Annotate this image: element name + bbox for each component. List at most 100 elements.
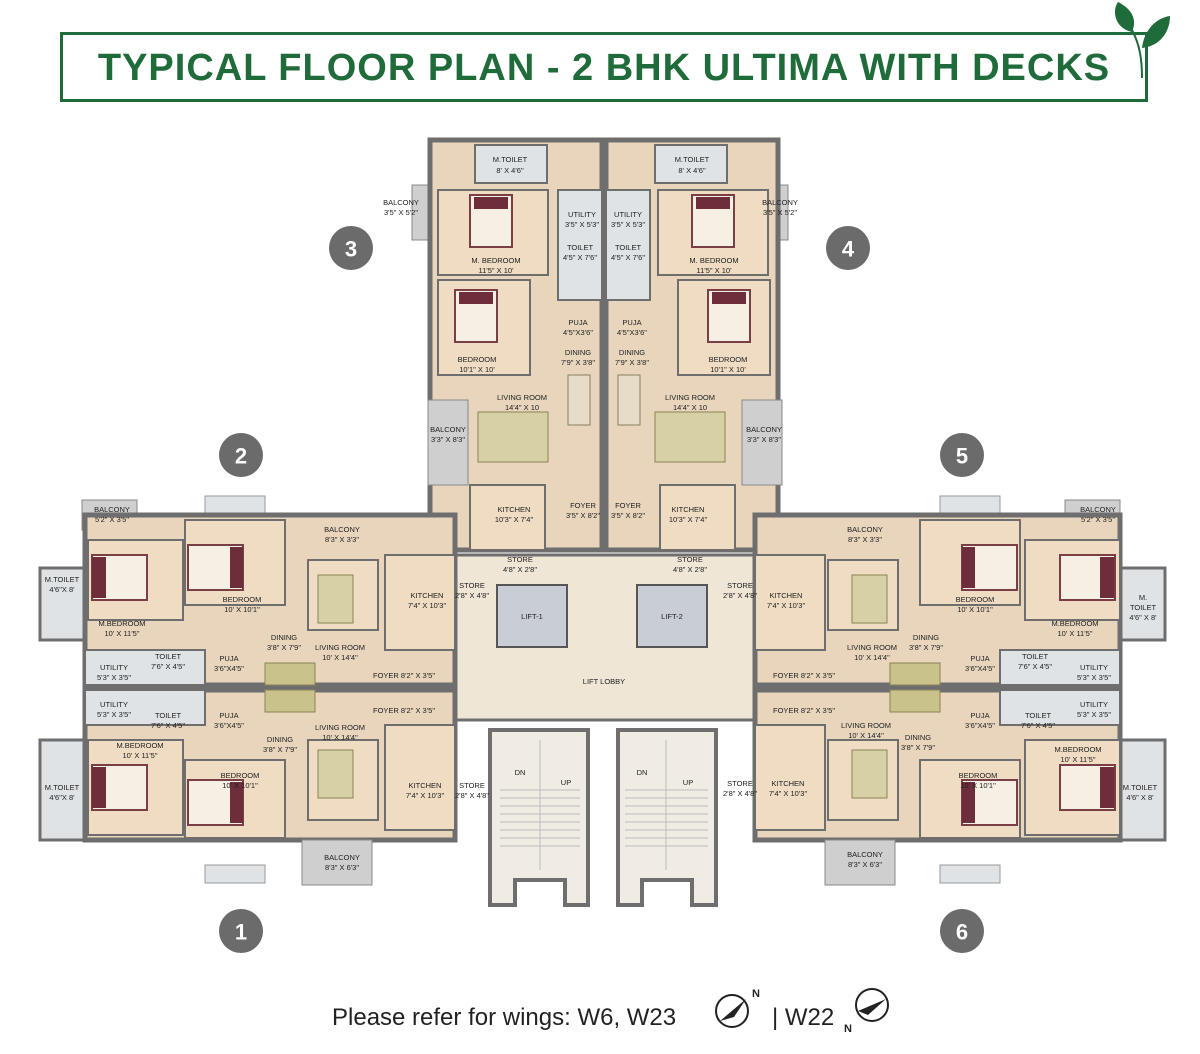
page-title: TYPICAL FLOOR PLAN - 2 BHK ULTIMA WITH D… <box>97 47 1111 89</box>
svg-text:4: 4 <box>842 237 855 262</box>
u4-living-dim: 14'4" X 10 <box>673 403 707 412</box>
unit-3: M.TOILET 8' X 4'6" BALCONY 3'5" X 5'2" U… <box>383 137 605 574</box>
u1-bed-dim: 10' X 10'1" <box>222 781 258 790</box>
u1-dining-dim: 3'8" X 7'9" <box>263 745 297 754</box>
u5-living-dim: 10' X 14'4" <box>854 653 890 662</box>
u2-puja-dim: 3'6"X4'5" <box>214 664 244 673</box>
u2-bed: BEDROOM <box>223 595 262 604</box>
unit-badge-2: 2 <box>219 433 263 477</box>
u2-living-dim: 10' X 14'4" <box>322 653 358 662</box>
u2-toilet-dim: 7'6" X 4'5" <box>151 662 185 671</box>
stair-dn-right: DN <box>637 768 648 777</box>
u4-dining: DINING <box>619 348 645 357</box>
u6-kitchen: KITCHEN <box>772 779 805 788</box>
u4-toilet: TOILET <box>615 243 642 252</box>
u6-balcony: BALCONY <box>847 850 883 859</box>
u5-mbed-dim: 10' X 11'5" <box>1058 629 1093 638</box>
u3-store-dim: 4'8" X 2'8" <box>503 565 537 574</box>
u4-mbed: M. BEDROOM <box>689 256 738 265</box>
u3-toilet: TOILET <box>567 243 594 252</box>
u4-balcony-dim: 3'5" X 5'2" <box>763 208 797 217</box>
u4-store-dim: 4'8" X 2'8" <box>673 565 707 574</box>
wing-w22-text: | W22 <box>772 1004 835 1031</box>
u1-dining: DINING <box>267 735 293 744</box>
u5-balcony2-dim: 8'3" X 3'3" <box>848 535 882 544</box>
wing-w22-note: | W22 <box>772 1004 834 1032</box>
u3-balcony2-dim: 3'3" X 8'3" <box>431 435 465 444</box>
u1-store-dim: 2'8" X 4'8" <box>455 791 489 800</box>
u1-mtoilet-dim: 4'6"X 8' <box>49 793 75 802</box>
u4-utility: UTILITY <box>614 210 642 219</box>
svg-text:6: 6 <box>956 920 968 945</box>
u4-balcony: BALCONY <box>762 198 798 207</box>
u3-puja-dim: 4'5"X3'6" <box>563 328 593 337</box>
u1-mbed-dim: 10' X 11'5" <box>123 751 158 760</box>
u3-utility-dim: 3'5" X 5'3" <box>565 220 599 229</box>
u6-balcony-dim: 8'3" X 6'3" <box>848 860 882 869</box>
u3-toilet-dim: 4'5" X 7'6" <box>563 253 597 262</box>
u3-mtoilet-dim: 8' X 4'6" <box>496 166 524 175</box>
u3-dining: DINING <box>565 348 591 357</box>
u2-kitchen-dim: 7'4" X 10'3" <box>408 601 447 610</box>
unit-2: BALCONY 5'2" X 3'5" BALCONY 8'3" X 3'3" … <box>38 495 489 688</box>
u4-mbed-dim: 11'5" X 10' <box>697 266 733 275</box>
u1-toilet-dim: 7'6" X 4'5" <box>151 721 185 730</box>
lift-2 <box>636 584 708 648</box>
u6-toilet: TOILET <box>1025 711 1052 720</box>
u2-living: LIVING ROOM <box>315 643 365 652</box>
svg-text:5: 5 <box>956 444 968 469</box>
u4-kitchen-dim: 10'3" X 7'4" <box>669 515 708 524</box>
u6-foyer: FOYER 8'2" X 3'5" <box>773 706 835 715</box>
u6-living: LIVING ROOM <box>841 721 891 730</box>
u1-kitchen-dim: 7'4" X 10'3" <box>406 791 445 800</box>
u2-mtoilet-dim: 4'6"X 8' <box>49 585 75 594</box>
svg-text:2: 2 <box>235 444 247 469</box>
u1-bed: BEDROOM <box>221 771 260 780</box>
u1-balcony: BALCONY <box>324 853 360 862</box>
u4-bed: BEDROOM <box>709 355 748 364</box>
u3-dining-dim: 7'9" X 3'8" <box>561 358 595 367</box>
u3-mbed-dim: 11'5" X 10' <box>479 266 515 275</box>
u1-living: LIVING ROOM <box>315 723 365 732</box>
unit-badge-6: 6 <box>940 909 984 953</box>
u1-foyer: FOYER 8'2" X 3'5" <box>373 706 435 715</box>
u6-bed: BEDROOM <box>959 771 998 780</box>
u2-store-dim: 2'8" X 4'8" <box>455 591 489 600</box>
u2-kitchen: KITCHEN <box>411 591 444 600</box>
u3-utility: UTILITY <box>568 210 596 219</box>
u6-puja-dim: 3'6"X4'5" <box>965 721 995 730</box>
u6-utility-dim: 5'3" X 3'5" <box>1077 710 1111 719</box>
u2-utility-dim: 5'3" X 3'5" <box>97 673 131 682</box>
u2-mbed: M.BEDROOM <box>98 619 145 628</box>
u2-balcony: BALCONY <box>94 505 130 514</box>
u4-mtoilet: M.TOILET <box>675 155 710 164</box>
u3-mbed: M. BEDROOM <box>471 256 520 265</box>
lift-lobby-label: LIFT LOBBY <box>583 677 625 686</box>
u1-balcony-dim: 8'3" X 6'3" <box>325 863 359 872</box>
u2-mbed-dim: 10' X 11'5" <box>105 629 140 638</box>
lift-2-label: LIFT-2 <box>661 612 683 621</box>
u6-puja: PUJA <box>970 711 989 720</box>
u4-dining-dim: 7'9" X 3'8" <box>615 358 649 367</box>
unit-badge-1: 1 <box>219 909 263 953</box>
u6-living-dim: 10' X 14'4" <box>848 731 884 740</box>
wings-note-text: Please refer for wings: W6, W23 <box>332 1004 677 1031</box>
title-frame: TYPICAL FLOOR PLAN - 2 BHK ULTIMA WITH D… <box>60 32 1148 102</box>
u6-mtoilet: M.TOILET <box>1123 783 1158 792</box>
u6-toilet-dim: 7'6" X 4'5" <box>1021 721 1055 730</box>
u4-puja-dim: 4'5"X3'6" <box>617 328 647 337</box>
u5-store: STORE <box>727 581 753 590</box>
u2-store: STORE <box>459 581 485 590</box>
u6-mtoilet-dim: 4'6" X 8' <box>1126 793 1154 802</box>
stair-dn-left: DN <box>515 768 526 777</box>
u3-bed-dim: 10'1" X 10' <box>459 365 495 374</box>
u5-mbed: M.BEDROOM <box>1051 619 1098 628</box>
u5-balcony2: BALCONY <box>847 525 883 534</box>
u1-puja: PUJA <box>219 711 238 720</box>
u1-utility: UTILITY <box>100 700 128 709</box>
unit-badge-3: 3 <box>329 226 373 270</box>
u1-kitchen: KITCHEN <box>409 781 442 790</box>
u5-mtoilet: M. <box>1139 593 1147 602</box>
u5-dining-dim: 3'8" X 7'9" <box>909 643 943 652</box>
floor-plan: LIFT-1 LIFT-2 LIFT LOBBY DN UP DN UP <box>38 137 1167 953</box>
